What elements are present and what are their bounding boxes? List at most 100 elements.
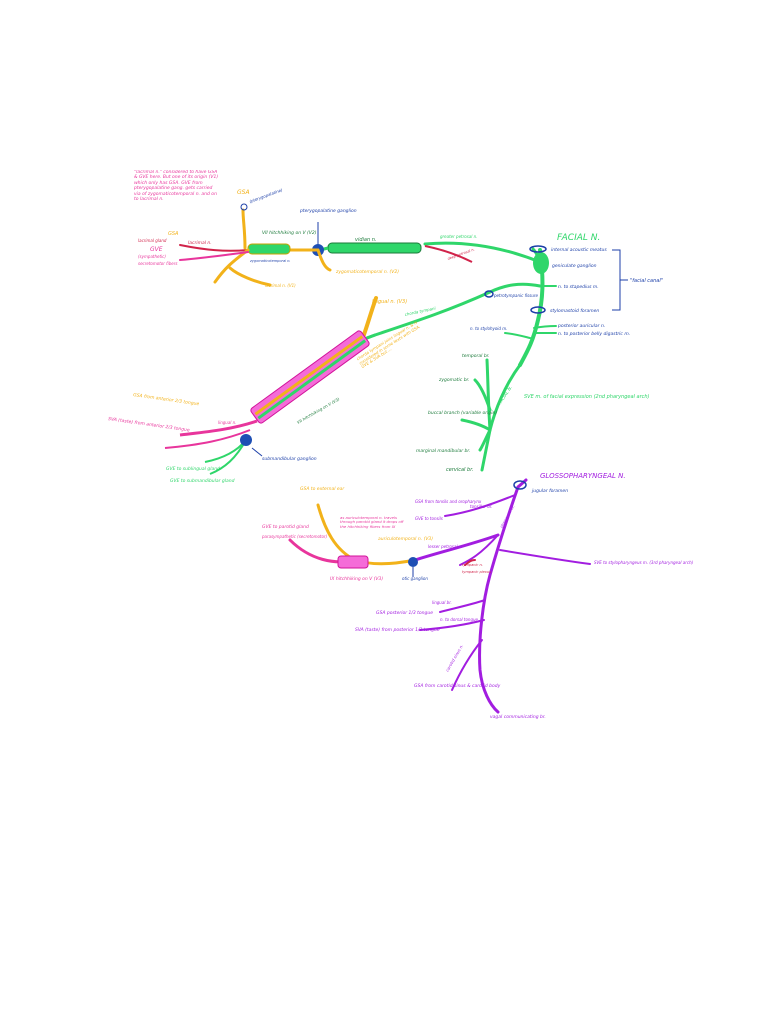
facial-canal-label: "facial canal" xyxy=(630,278,663,284)
upper-gsa-line xyxy=(241,208,247,250)
facial-sve-label: SVE m. of facial expression (2nd pharyng… xyxy=(524,394,650,400)
buccal-label: buccal branch (variable origin) xyxy=(428,410,497,416)
otic-label: otic ganglion xyxy=(402,576,428,581)
temporal-branch xyxy=(485,358,492,432)
chorda-note: chorda tympani joins lingual n. & is con… xyxy=(356,320,421,369)
zygomatic-v2-label: zygomaticotemporal n. (V2) xyxy=(335,269,399,275)
gve-sublingual-label: GVE to sublingual gland xyxy=(166,466,220,472)
post-belly-label: n. to posterior belly digastric m. xyxy=(558,331,630,337)
tonsillar-label: tonsillar br. xyxy=(470,504,492,509)
vidian-tube xyxy=(327,242,422,254)
lesser-petrosal-line xyxy=(413,533,500,562)
greater-petrosal-line xyxy=(423,241,542,264)
gve-submand-label: GVE to submandibular gland xyxy=(170,478,235,484)
gve-tonsils-label: GVE to tonsils xyxy=(415,516,443,521)
geniculate-label: geniculate ganglion xyxy=(552,263,597,269)
tympanic-plexus-label: tympanic plexus xyxy=(462,570,491,574)
upper-lacrimal-line xyxy=(179,244,249,252)
upper-gsa-top: GSA xyxy=(237,189,250,196)
auricul-note: as auriculotemporal n. travels through p… xyxy=(340,516,404,529)
parotid-desc-label: parasympathetic (secretomotor) xyxy=(261,534,328,539)
upper-secretomotor-label: secretomotor fibers xyxy=(138,261,177,266)
lacrimal-down-line xyxy=(228,266,272,287)
zygomatic-v2-line xyxy=(316,248,332,272)
lingual-v3-label: lingual n. (V3) xyxy=(372,299,407,305)
meatus-ring-icon xyxy=(529,245,547,253)
lingual-br-label: lingual br. xyxy=(432,600,452,605)
pharyngeal-br-label: pharyngeal br. xyxy=(499,505,516,530)
zygomatic-label: zygomatic br. xyxy=(438,377,470,383)
submand-leader xyxy=(251,447,263,457)
lesser-petrosal-label: lesser petrosal n. xyxy=(428,544,463,549)
lingual-n-label: lingual n. xyxy=(218,420,236,425)
tympanic-plexus-line xyxy=(464,559,476,566)
lingual-br-line xyxy=(439,599,486,613)
petrotympanic-label: petrotympanic fissure xyxy=(493,293,539,298)
gsa-ear-label: GSA to external ear xyxy=(300,486,345,492)
ptp-paren-label: (pterygopalatine) xyxy=(249,187,284,204)
upper-trigeminal-group xyxy=(179,208,332,287)
facial-nerve-group xyxy=(340,241,557,472)
glosso-trunk xyxy=(478,485,520,714)
v2-hitch-label: VII hitchhiking on V (V2) xyxy=(262,230,317,236)
chorda-tympani-label: chorda tympani xyxy=(404,305,437,317)
upper-hitchhike-tube xyxy=(247,243,291,255)
glosso-group xyxy=(413,478,591,714)
gsa-anterior-label: GSA from anterior 2/3 tongue xyxy=(133,392,200,407)
upper-trigeminal-labels: "lacrimal n." considered to have GSA & G… xyxy=(134,170,399,288)
ix-hitch-label: IX hitchhiking on V (V3) xyxy=(330,576,383,582)
lacrimal-v1-label: lacrimal n. (V1) xyxy=(265,283,296,288)
gsp-label: greater petrosal n. xyxy=(440,234,477,239)
zygomatic-branch xyxy=(473,378,492,412)
lingual-lower-line xyxy=(179,419,258,437)
vidian-group xyxy=(319,242,473,263)
jugular-stub xyxy=(516,478,528,489)
auriculotemporal-label: auriculotemporal n. (V3) xyxy=(378,536,433,542)
marginal-label: marginal mandibular br. xyxy=(416,448,470,454)
vidian-label: vidian n. xyxy=(355,237,377,243)
facial-title: FACIAL N. xyxy=(557,233,600,243)
vagal-label: vagal communicating br. xyxy=(490,714,546,720)
carotid-sinus-label: carotid sinus n. xyxy=(445,643,465,672)
upper-gve-desc: (sympathetic) xyxy=(138,254,166,259)
jugular-ring-icon xyxy=(513,480,527,490)
stylomastoid-ring-icon xyxy=(530,306,546,314)
buccal-branch xyxy=(460,418,492,432)
facial-canal-bracket xyxy=(612,249,628,311)
gve-parotid-label: GVE to parotid gland xyxy=(262,524,309,530)
ix-hitch-tube xyxy=(337,555,369,569)
stylomastoid-label: stylomastoid foramen xyxy=(550,308,599,314)
ptp-ganglion-label: pterygopalatine ganglion xyxy=(299,208,357,214)
lacrimal-note: "lacrimal n." considered to have GSA & G… xyxy=(134,170,218,202)
temporal-label: temporal br. xyxy=(462,353,490,359)
auriculotemporal-group xyxy=(288,503,417,569)
sva-anterior-label: SVA (taste) from anterior 2/3 tongue xyxy=(108,416,191,433)
lower-trigeminal-labels: lingual n. (V3) chorda tympani joins lin… xyxy=(108,299,421,484)
tympanic-line xyxy=(459,534,499,566)
gsa-posterior-label: GSA posterior 1/3 tongue xyxy=(376,610,433,616)
zygomatic-n-label: zygomaticotemporal n. xyxy=(249,259,291,263)
to-dorsal-line xyxy=(419,619,485,631)
upper-gve-label: GVE xyxy=(150,246,163,253)
upper-pink-gve xyxy=(179,251,249,261)
cervical-label: cervical br. xyxy=(446,467,473,473)
internal-acoustic-label: internal acoustic meatus xyxy=(551,247,607,253)
petrotympanic-ring-icon xyxy=(484,290,494,298)
vii-hitch-label: VII hitchhiking on V (V3) xyxy=(296,396,341,425)
gsa-tonsils-label: GSA from tonsils and oropharynx xyxy=(415,499,482,504)
post-auricular-label: posterior auricular n. xyxy=(557,323,605,329)
upper-lacrimal-nerve-label: lacrimal n. xyxy=(188,240,212,246)
glosso-labels: GLOSSOPHARYNGEAL N. jugular foramen GSA … xyxy=(261,472,694,720)
sva-lower-line xyxy=(164,429,251,449)
lingual-yellow-stripe xyxy=(254,335,364,416)
lingual-group xyxy=(164,296,378,475)
facial-lower-trunk xyxy=(488,363,522,432)
lacrimal-gland-label: lacrimal gland xyxy=(138,238,167,243)
cervical-branch xyxy=(480,428,492,472)
jugular-label: jugular foramen xyxy=(531,488,568,494)
glosso-title: GLOSSOPHARYNGEAL N. xyxy=(540,472,626,480)
upper-gsa-circle xyxy=(240,203,248,211)
auricul-note-text: as auriculotemporal n. travels through p… xyxy=(340,516,404,529)
submand-ganglion-label: submandibular ganglion xyxy=(262,456,317,462)
otic-ganglion-icon xyxy=(408,557,418,567)
